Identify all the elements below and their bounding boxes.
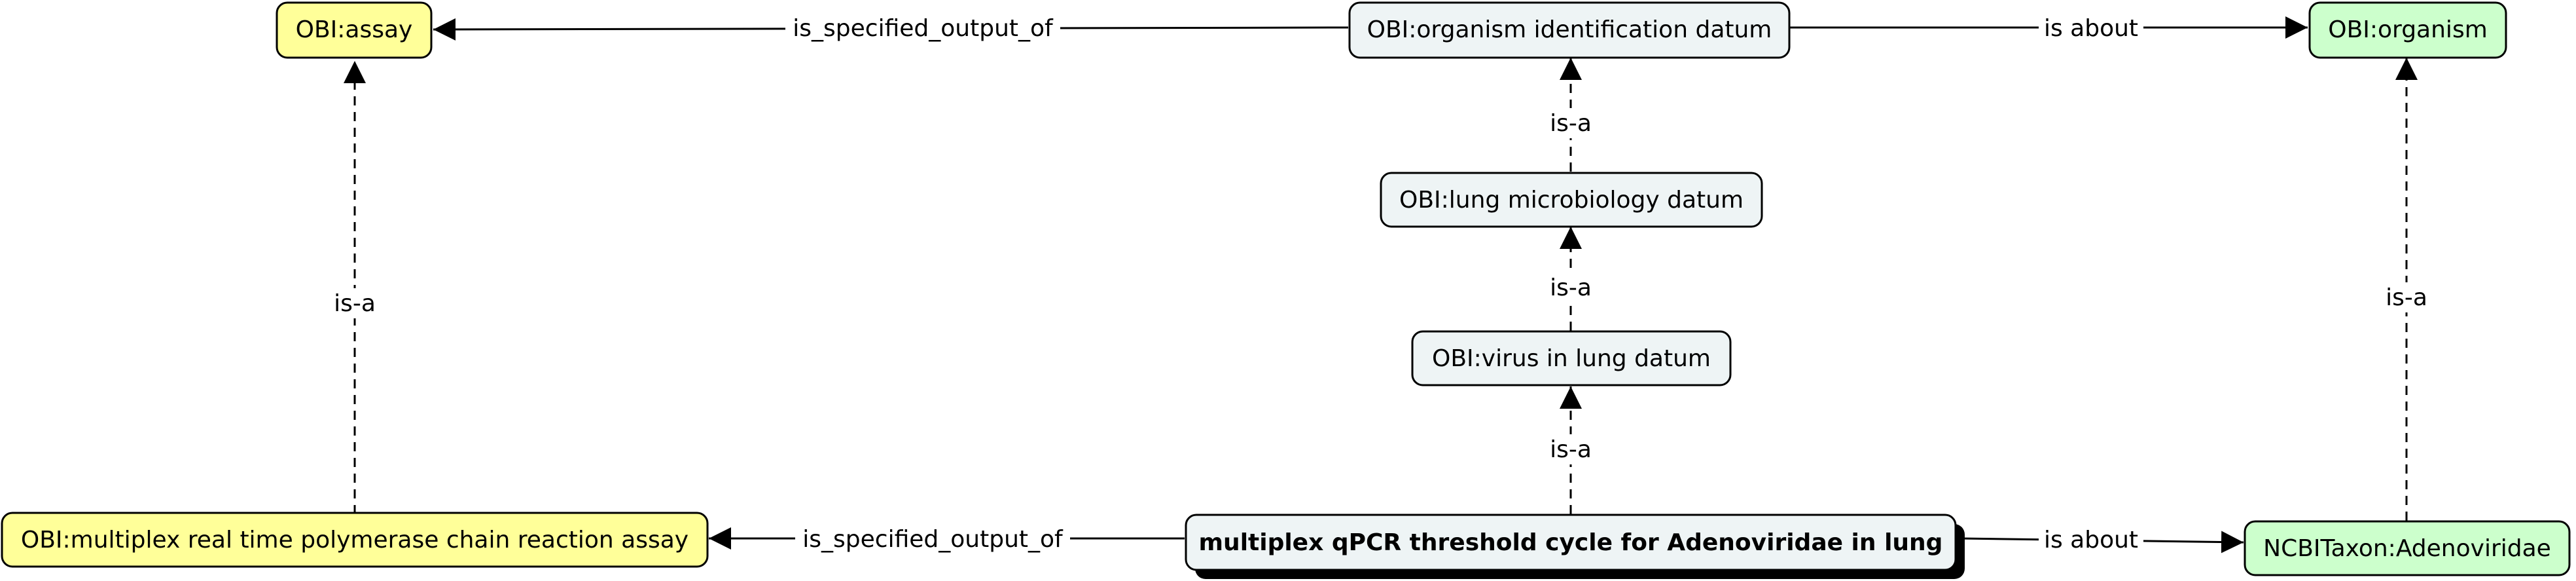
edge-label-bg — [785, 13, 1060, 43]
node-organism-identification-datum-label: OBI:organism identification datum — [1367, 16, 1772, 43]
edge-label-bg — [795, 524, 1070, 554]
node-threshold-cycle[interactable]: multiplex qPCR threshold cycle for Adeno… — [1185, 514, 1965, 579]
edge-label-is-a-lung-micro: is-a — [1550, 110, 1592, 137]
node-organism-label: OBI:organism — [2328, 16, 2488, 43]
edge-label-top-output: is_specified_output_of — [793, 15, 1054, 42]
node-multiplex-assay[interactable]: OBI:multiplex real time polymerase chain… — [1, 512, 709, 568]
edge-label-is-a-assay: is-a — [334, 290, 376, 317]
node-lung-microbiology-datum-label: OBI:lung microbiology datum — [1399, 187, 1744, 214]
edge-label-bg — [1541, 108, 1600, 138]
edge-label-bg — [1541, 434, 1600, 464]
node-adenoviridae-label: NCBITaxon:Adenoviridae — [2263, 535, 2551, 562]
edge-label-is-a-organism: is-a — [2386, 284, 2427, 311]
edge-label-top-about: is about — [2044, 15, 2138, 42]
edge-label-is-a-virus: is-a — [1550, 274, 1592, 301]
edge-label-bg — [2039, 525, 2143, 555]
edge-label-bottom-output: is_specified_output_of — [802, 526, 1064, 553]
node-adenoviridae[interactable]: NCBITaxon:Adenoviridae — [2244, 520, 2571, 576]
node-assay[interactable]: OBI:assay — [276, 1, 433, 59]
edge-label-bg — [2377, 282, 2436, 312]
edge-label-is-a-threshold: is-a — [1550, 436, 1592, 463]
node-threshold-cycle-label: multiplex qPCR threshold cycle for Adeno… — [1199, 529, 1943, 556]
node-organism[interactable]: OBI:organism — [2308, 1, 2507, 59]
edge-label-bg — [1541, 272, 1600, 303]
node-virus-in-lung-datum-label: OBI:virus in lung datum — [1432, 345, 1711, 372]
node-lung-microbiology-datum[interactable]: OBI:lung microbiology datum — [1380, 172, 1763, 228]
node-organism-identification-datum[interactable]: OBI:organism identification datum — [1348, 1, 1791, 59]
edge-label-bg — [2039, 13, 2143, 43]
edge-label-bg — [325, 288, 384, 318]
node-assay-label: OBI:assay — [296, 16, 413, 43]
edge-label-bottom-about: is about — [2044, 527, 2138, 553]
node-virus-in-lung-datum[interactable]: OBI:virus in lung datum — [1411, 330, 1732, 386]
node-multiplex-assay-label: OBI:multiplex real time polymerase chain… — [21, 527, 689, 553]
